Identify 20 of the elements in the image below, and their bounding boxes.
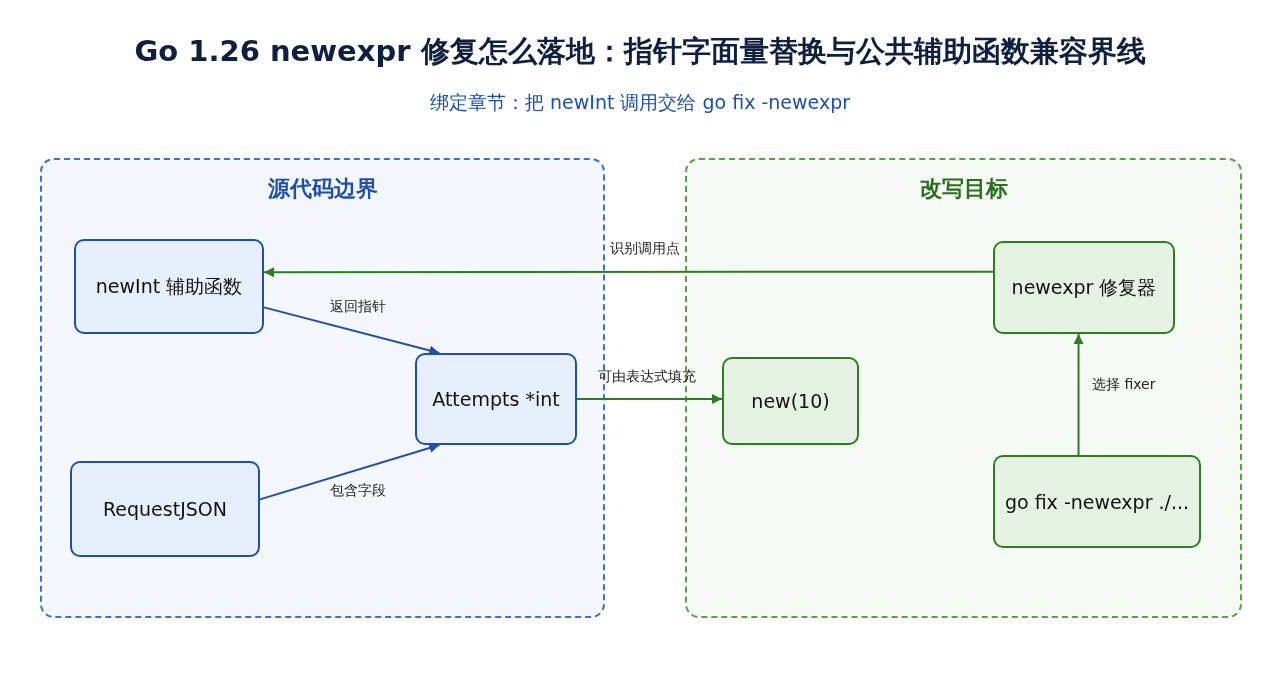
process-box: newInt 辅助函数	[74, 239, 264, 334]
arrow	[259, 443, 441, 501]
process-box: go fix -newexpr ./...	[993, 455, 1201, 548]
group-heading: 改写目标	[918, 175, 1009, 203]
arrow	[1073, 333, 1084, 456]
arrow	[576, 394, 723, 404]
title: Go 1.26 newexpr 修复怎么落地：指针字面量替换与公共辅助函数兼容界线	[133, 33, 1147, 70]
arrow	[263, 267, 994, 278]
process-box: new(10)	[722, 357, 859, 445]
arrow	[263, 306, 441, 356]
process-box: newexpr 修复器	[993, 241, 1175, 334]
subtitle: 绑定章节：把 newInt 调用交给 go fix -newexpr	[428, 90, 852, 115]
edge-label: 包含字段	[329, 482, 387, 500]
edge-label: 选择 fixer	[1091, 376, 1157, 394]
process-box: Attempts *int	[415, 353, 577, 445]
edge-label: 识别调用点	[609, 240, 681, 258]
group-heading: 源代码边界	[266, 175, 379, 203]
process-box: RequestJSON	[70, 461, 260, 557]
edge-label: 可由表达式填充	[597, 368, 697, 386]
edge-label: 返回指针	[329, 298, 387, 316]
